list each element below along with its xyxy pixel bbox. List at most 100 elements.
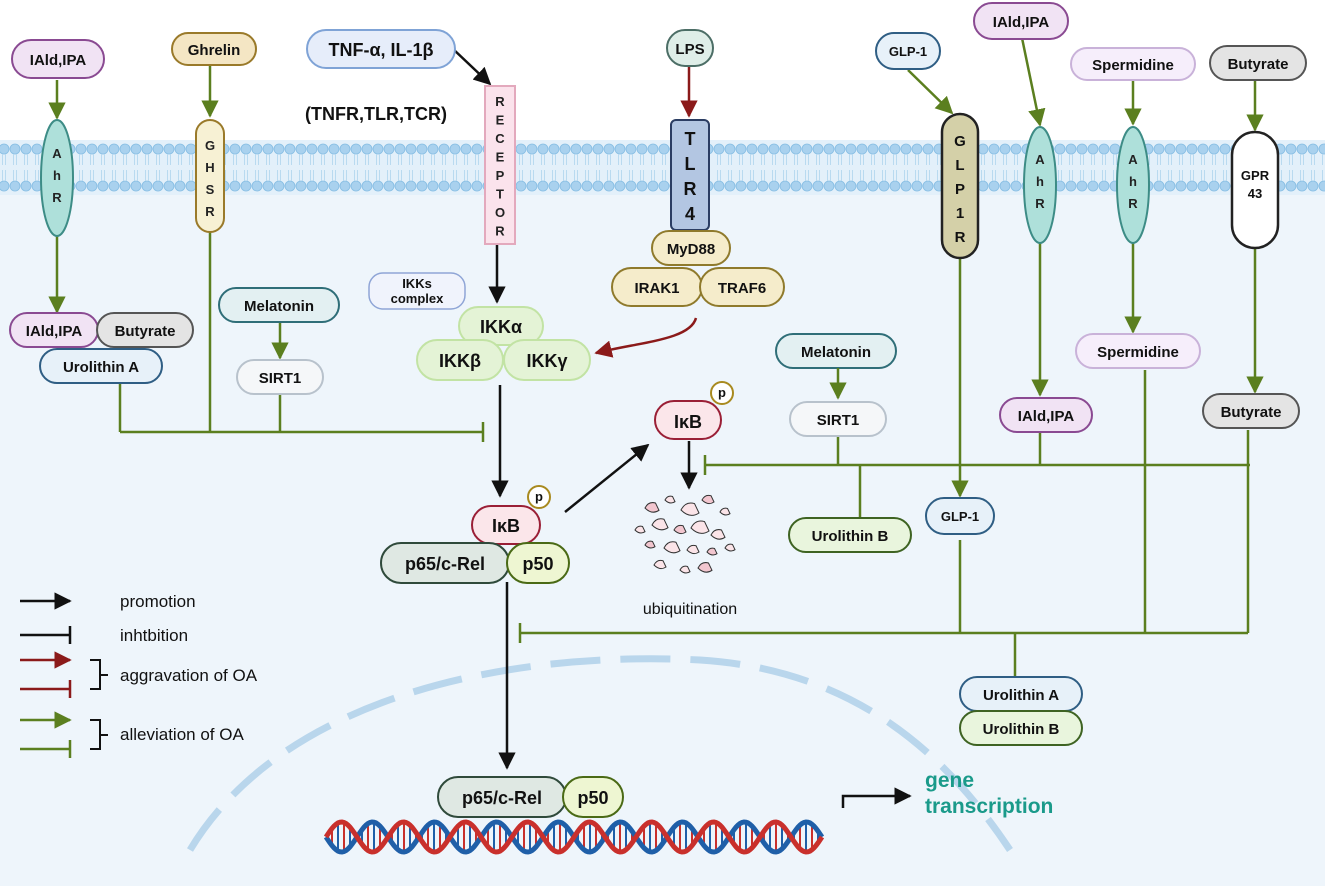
svg-text:p: p [718, 385, 726, 400]
receptor-letters-letter: O [495, 205, 505, 220]
legend-inhibition-label: inhtbition [120, 626, 188, 645]
ubiquitin-fragment [690, 520, 710, 534]
ahr-left-letters-letter: h [53, 168, 61, 183]
node-iald-ipa-cyto: IAld,IPA [9, 312, 99, 348]
svg-text:p50: p50 [522, 554, 553, 574]
gene-transcription-label: gene transcription [925, 769, 1053, 818]
ligand-tnf-il1b: TNF-α, IL-1β [306, 29, 456, 69]
receptor-ahr-right: AhR [1116, 126, 1150, 244]
ligand-ghrelin: Ghrelin [171, 32, 257, 66]
node-nfkb-nucleus: p65/c-Rel p50 [437, 776, 624, 818]
ligand-lps: LPS [666, 29, 714, 67]
svg-text:IKKs: IKKs [402, 276, 432, 291]
svg-text:Urolithin B: Urolithin B [983, 721, 1060, 738]
ubiquitin-fragment [701, 494, 715, 505]
svg-text:GPR: GPR [1241, 168, 1270, 183]
svg-text:Ghrelin: Ghrelin [188, 42, 241, 59]
node-butyrate-right-cyto: Butyrate [1202, 393, 1300, 429]
ahr-mid-letters-letter: h [1036, 174, 1044, 189]
svg-text:p65/c-Rel: p65/c-Rel [405, 554, 485, 574]
node-spermidine-cyto: Spermidine [1075, 333, 1201, 369]
svg-text:MyD88: MyD88 [667, 241, 715, 258]
node-iald-ipa-right-cyto: IAld,IPA [999, 397, 1093, 433]
svg-text:IRAK1: IRAK1 [634, 280, 679, 297]
ubiquitin-fragment [653, 559, 667, 570]
svg-text:Butyrate: Butyrate [1228, 56, 1289, 73]
tlr4-letters-letter: T [685, 129, 696, 149]
svg-text:IκB: IκB [492, 516, 520, 536]
ubiquitin-fragment [673, 524, 687, 535]
ahr-left-letters-letter: A [52, 146, 62, 161]
tlr4-letters-letter: R [684, 179, 697, 199]
svg-text:GLP-1: GLP-1 [889, 44, 927, 59]
tlr4-letters-letter: L [685, 154, 696, 174]
svg-text:IKKβ: IKKβ [439, 351, 481, 371]
node-urolithin-b-lower: Urolithin B [959, 710, 1083, 746]
node-urolithin-a-lower: Urolithin A [959, 676, 1083, 712]
ahr-left-letters-letter: R [52, 190, 62, 205]
ahr-mid-letters-letter: R [1035, 196, 1045, 211]
node-ikb-free: IκB p [654, 381, 734, 440]
ubiquitin-fragment [710, 529, 726, 540]
svg-text:LPS: LPS [675, 41, 704, 58]
legend-promotion-label: promotion [120, 592, 196, 611]
node-sirt1-right: SIRT1 [789, 401, 887, 437]
receptor-letters-letter: R [495, 94, 505, 109]
svg-text:Urolithin A: Urolithin A [63, 359, 139, 376]
ahr-right-letters-letter: A [1128, 152, 1138, 167]
ubiquitin-fragment [719, 507, 731, 516]
svg-text:TRAF6: TRAF6 [718, 280, 766, 297]
svg-text:Urolithin B: Urolithin B [812, 528, 889, 545]
receptor-ahr-mid: AhR [1023, 126, 1057, 244]
node-urolithin-a-cyto: Urolithin A [39, 348, 163, 384]
svg-text:Butyrate: Butyrate [115, 323, 176, 340]
glp1r-letters-letter: L [955, 157, 964, 174]
node-sirt1-left: SIRT1 [236, 359, 324, 395]
ahr-mid-letters-letter: A [1035, 152, 1045, 167]
receptor-letters-letter: R [495, 224, 505, 239]
node-urolithin-b: Urolithin B [788, 517, 912, 553]
svg-text:SIRT1: SIRT1 [817, 412, 860, 429]
svg-text:complex: complex [391, 291, 445, 306]
svg-text:IAld,IPA: IAld,IPA [30, 52, 87, 69]
svg-text:Butyrate: Butyrate [1221, 404, 1282, 421]
receptor-letters-letter: E [496, 150, 505, 165]
ubiquitin-fragment [663, 541, 681, 554]
svg-text:SIRT1: SIRT1 [259, 370, 302, 387]
svg-text:Urolithin A: Urolithin A [983, 687, 1059, 704]
node-glp1-cyto: GLP-1 [925, 497, 995, 535]
ligand-spermidine: Spermidine [1070, 47, 1196, 81]
ghsr-letters-letter: G [205, 138, 215, 153]
dna-double-helix [323, 819, 825, 855]
ligand-butyrate: Butyrate [1209, 45, 1307, 81]
ubiquitin-fragment [664, 495, 676, 504]
svg-text:IκB: IκB [674, 412, 702, 432]
receptor-letters-letter: E [496, 113, 505, 128]
svg-text:IKKα: IKKα [480, 317, 522, 337]
svg-text:Spermidine: Spermidine [1092, 57, 1174, 74]
ubiquitination-label: ubiquitination [643, 601, 737, 618]
svg-text:Spermidine: Spermidine [1097, 344, 1179, 361]
node-ikks-complex: IKKs complex [368, 272, 466, 310]
glp1r-letters-letter: 1 [956, 205, 964, 222]
ubiquitin-fragment [634, 525, 646, 534]
ubiquitin-fragment [651, 518, 669, 531]
svg-text:IAld,IPA: IAld,IPA [993, 14, 1050, 31]
ubiquitin-fragment [724, 543, 736, 552]
svg-text:GLP-1: GLP-1 [941, 509, 979, 524]
receptor-letters-letter: C [495, 131, 505, 146]
glp1r-letters-letter: P [955, 181, 965, 198]
svg-text:gene: gene [925, 769, 974, 792]
receptor-gpr43: GPR 43 [1230, 130, 1280, 250]
nuclear-envelope [187, 655, 1013, 852]
ghsr-letters-letter: S [206, 182, 215, 197]
ligand-iald-ipa-right: IAld,IPA [973, 2, 1069, 40]
ubiquitin-fragment [680, 502, 700, 516]
receptor-types-label: (TNFR,TLR,TCR) [305, 104, 447, 124]
node-melatonin-left: Melatonin [218, 287, 340, 323]
ubiquitin-fragment [644, 540, 656, 549]
